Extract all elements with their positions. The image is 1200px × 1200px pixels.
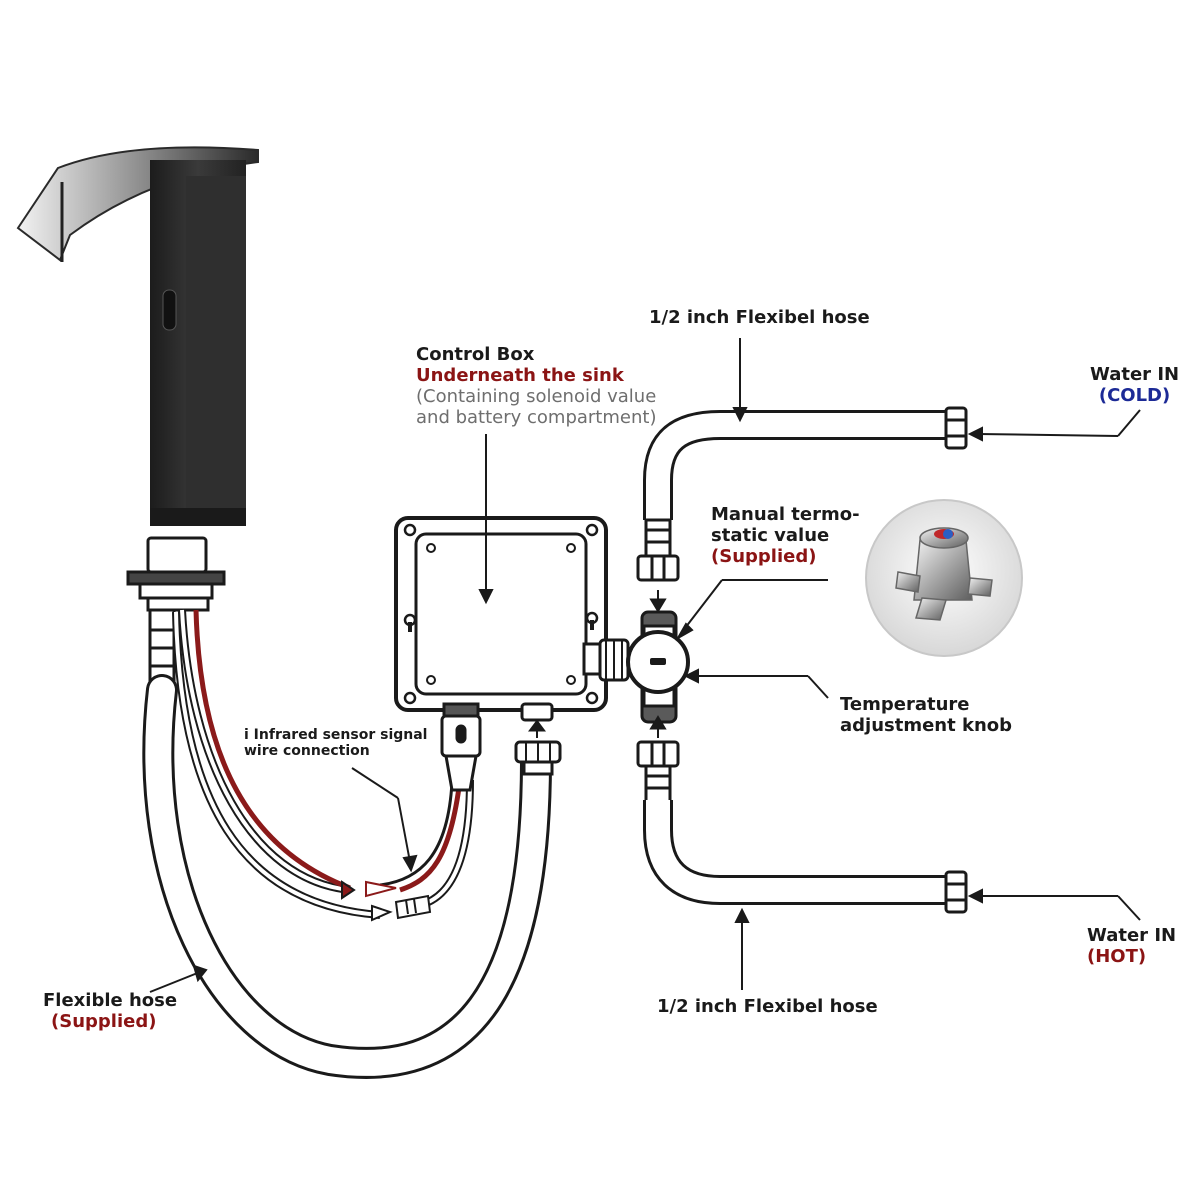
hot-tag: (HOT) [1087,946,1147,967]
infrared-line-1: i Infrared sensor signal [244,727,428,743]
sensor-wires-icon [172,609,474,919]
inlet-fitting-icon [514,702,562,776]
hot-inlet-fitting-icon [944,870,968,914]
infrared-label: i Infrared sensor signal wire connection [244,727,427,759]
cold-hose-fittings-icon [636,406,968,582]
hose-top-label: 1/2 inch Flexibel hose [649,307,870,328]
flexible-hose-text: Flexible hose [43,990,178,1011]
water-in-hot-label: Water IN (HOT) [1087,925,1176,967]
flexible-hose-icon [142,674,552,1079]
temperature-knob-label: Temperature adjustment knob [840,694,1012,736]
water-in-cold-text: Water IN [1090,364,1180,385]
control-box-icon [394,516,630,712]
control-box-title: Control Box [416,344,535,365]
sensor-plug-icon [440,702,482,792]
control-box-note-2: and battery compartment) [416,407,657,428]
cold-tag: (COLD) [1098,385,1171,406]
thermostatic-line-1: Manual termo- [711,504,860,525]
valve-photo-icon [865,499,1023,657]
flexible-hose-label: Flexible hose (Supplied) [43,990,177,1032]
cold-hose-icon [643,410,948,520]
thermostatic-line-2: static value [711,525,830,546]
infrared-line-2: wire connection [244,743,370,759]
flexible-supplied: (Supplied) [51,1011,157,1032]
thermostatic-valve-label: Manual termo- static value (Supplied) [711,504,860,567]
faucet-base-icon [126,536,226,692]
control-box-label: Control Box Underneath the sink (Contain… [416,344,656,428]
thermostatic-supplied: (Supplied) [711,546,817,567]
wire-connector-icon [341,880,432,922]
leader-lines [149,338,1141,993]
control-box-note-1: (Containing solenoid value [416,386,657,407]
hose-bottom-label: 1/2 inch Flexibel hose [657,996,878,1017]
control-box-location: Underneath the sink [416,365,624,386]
waterfall-faucet-icon [16,146,259,526]
water-in-hot-text: Water IN [1087,925,1177,946]
thermostatic-valve-icon [626,590,690,738]
temperature-line-2: adjustment knob [840,715,1013,736]
hot-hose-fittings-icon [636,740,680,804]
temperature-line-1: Temperature [840,694,970,715]
hot-hose-icon [643,800,948,905]
water-in-cold-label: Water IN (COLD) [1090,364,1179,406]
